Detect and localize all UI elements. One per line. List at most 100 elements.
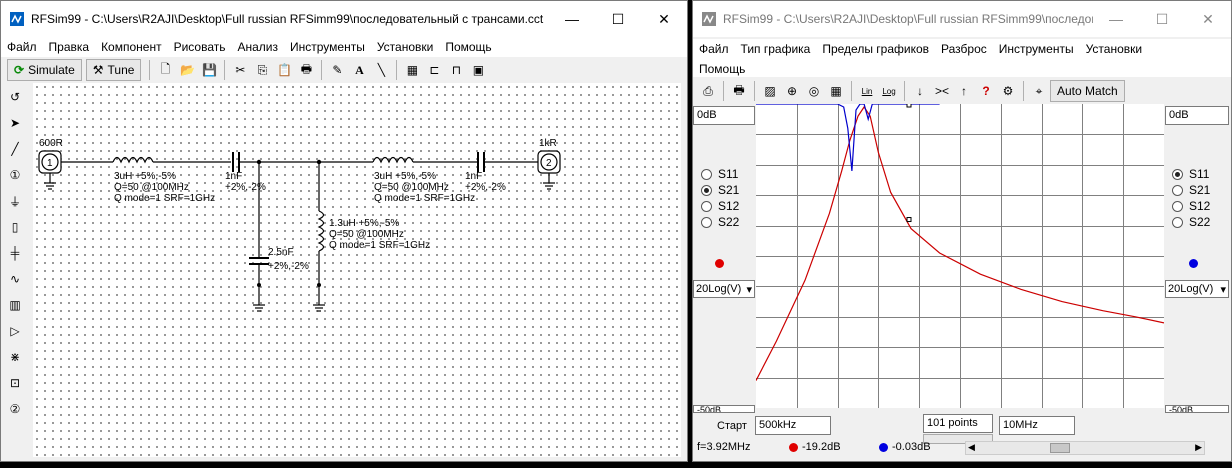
menu-spread[interactable]: Разброс: [941, 42, 987, 56]
left-radio-s22[interactable]: S22: [701, 215, 739, 229]
port2-icon[interactable]: ②: [9, 402, 21, 416]
simulate-button[interactable]: ⟳Simulate: [7, 59, 82, 81]
window-title: RFSim99 - C:\Users\R2AJI\Desktop\Full ru…: [723, 12, 1093, 26]
menu-help[interactable]: Помощь: [445, 40, 492, 54]
transformer-icon[interactable]: ▥: [9, 298, 21, 312]
ground-icon[interactable]: ⏚: [8, 194, 21, 209]
new-icon[interactable]: 🗋: [160, 61, 171, 76]
right-bottom-scale[interactable]: -50dB: [1165, 405, 1229, 413]
l3-qmode: Q mode=1 SRF=1GHz: [329, 240, 430, 251]
left-radio-s21[interactable]: S21: [701, 183, 739, 197]
s-parameter-plot[interactable]: [756, 104, 1164, 408]
menu-graph-limits[interactable]: Пределы графиков: [822, 42, 930, 56]
print-icon[interactable]: 🖶: [733, 82, 745, 97]
schematic-canvas[interactable]: 600R 1 1kR 2 3uH +5%,-5% Q=50 @100MHz Q …: [33, 83, 681, 457]
twoport-icon[interactable]: ⊡: [9, 376, 21, 390]
resistor-icon[interactable]: ▯: [11, 220, 19, 234]
close-button[interactable]: ✕: [1202, 10, 1214, 27]
right-radio-s21[interactable]: S21: [1172, 183, 1210, 197]
stop-frequency-input[interactable]: 10MHz: [999, 416, 1075, 435]
minimize-button[interactable]: —: [565, 11, 579, 27]
menu-file[interactable]: Файл: [7, 40, 37, 54]
menu-draw[interactable]: Рисовать: [173, 40, 226, 54]
right-top-scale[interactable]: 0dB: [1165, 106, 1229, 125]
export-icon[interactable]: ⎙: [703, 83, 713, 98]
l2-qmode: Q mode=1 SRF=1GHz: [374, 193, 475, 204]
left-radio-s12[interactable]: S12: [701, 199, 739, 213]
tune-icon[interactable]: ⚙: [1002, 84, 1014, 98]
crystal-icon[interactable]: ⋇: [9, 350, 21, 364]
table-icon[interactable]: ▦: [830, 84, 842, 98]
capacitor-icon[interactable]: ╪: [10, 246, 20, 260]
port1-number: 1: [47, 158, 53, 169]
amplifier-icon[interactable]: ▷: [10, 324, 20, 338]
paste-icon[interactable]: 📋: [276, 63, 292, 77]
minimize-button[interactable]: —: [1109, 11, 1123, 27]
menu-graph-type[interactable]: Тип графика: [740, 42, 811, 56]
line-icon[interactable]: ╲: [377, 63, 386, 77]
menu-settings[interactable]: Установки: [1085, 42, 1143, 56]
marker-icon[interactable]: ⌖: [1035, 83, 1043, 98]
pointer-icon[interactable]: ➤: [9, 116, 21, 130]
smith-icon[interactable]: ◎: [808, 84, 820, 98]
menu-analysis[interactable]: Анализ: [237, 40, 279, 54]
rotate-icon[interactable]: ↺: [9, 90, 21, 104]
separator: [321, 60, 323, 80]
port2-circle: [540, 153, 558, 171]
save-icon[interactable]: 💾: [201, 63, 217, 77]
inductor-l3: [317, 210, 325, 252]
separator: [1023, 81, 1024, 101]
help-icon[interactable]: ?: [982, 84, 990, 98]
arrow-up-icon[interactable]: ↑: [961, 84, 967, 98]
print-icon[interactable]: 🖶: [300, 61, 313, 76]
scroll-thumb[interactable]: [1050, 443, 1070, 453]
rect-plot-icon[interactable]: ▨: [764, 84, 776, 98]
coupler-icon[interactable]: ⊓: [451, 63, 462, 77]
cut-icon[interactable]: ✂: [235, 63, 246, 77]
menu-settings[interactable]: Установки: [376, 40, 434, 54]
left-bottom-scale[interactable]: -50dB: [693, 405, 755, 413]
lin-button[interactable]: Lin: [861, 86, 873, 96]
polar-icon[interactable]: ⊕: [786, 84, 798, 98]
log-button[interactable]: Log: [882, 86, 896, 96]
menu-file[interactable]: Файл: [699, 42, 729, 56]
title-bar: RFSim99 - C:\Users\R2AJI\Desktop\Full ru…: [693, 1, 1231, 37]
equation-icon[interactable]: ▣: [472, 63, 485, 77]
scroll-left-icon[interactable]: ◀: [968, 442, 975, 452]
menu-tools[interactable]: Инструменты: [998, 42, 1074, 56]
right-scale-select[interactable]: 20Log(V)▾: [1165, 280, 1229, 298]
menu-component[interactable]: Компонент: [101, 40, 162, 54]
port-icon[interactable]: ①: [9, 168, 21, 182]
points-input[interactable]: 101 points: [923, 414, 993, 433]
menu-tools[interactable]: Инструменты: [290, 40, 365, 54]
separator: [396, 60, 398, 80]
inductor-icon[interactable]: ∿: [9, 272, 21, 286]
scroll-right-icon[interactable]: ▶: [1195, 442, 1202, 452]
compress-icon[interactable]: ><: [934, 84, 949, 98]
points-scrollbar[interactable]: [923, 434, 993, 444]
left-radio-s11[interactable]: S11: [701, 167, 738, 181]
wire-icon[interactable]: ╱: [11, 142, 19, 156]
right-radio-s22[interactable]: S22: [1172, 215, 1210, 229]
text-icon[interactable]: A: [355, 62, 364, 77]
calculator-icon[interactable]: ▦: [406, 63, 419, 77]
maximize-button[interactable]: ☐: [611, 10, 625, 27]
menu-help[interactable]: Помощь: [699, 62, 746, 76]
frequency-scrollbar[interactable]: ◀ ▶: [965, 441, 1205, 455]
tune-button[interactable]: ⚒Tune: [85, 59, 142, 81]
right-radio-s12[interactable]: S12: [1172, 199, 1210, 213]
menu-edit[interactable]: Правка: [48, 40, 90, 54]
copy-icon[interactable]: ⎘: [257, 62, 268, 77]
tline-icon[interactable]: ⊏: [429, 63, 440, 77]
pen-icon[interactable]: ✎: [332, 63, 343, 77]
auto-match-button[interactable]: Auto Match: [1050, 80, 1125, 102]
right-radio-s11[interactable]: S11: [1172, 167, 1209, 181]
maximize-button[interactable]: ☐: [1155, 10, 1169, 27]
close-button[interactable]: ✕: [658, 10, 670, 27]
start-frequency-input[interactable]: 500kHz: [755, 416, 831, 435]
left-scale-select[interactable]: 20Log(V)▾: [693, 280, 755, 298]
component-palette: ↺ ➤ ╱ ① ⏚ ▯ ╪ ∿ ▥ ▷ ⋇ ⊡ ②: [1, 83, 31, 461]
arrow-down-icon[interactable]: ↓: [917, 84, 923, 98]
open-icon[interactable]: 📂: [179, 63, 195, 77]
left-top-scale[interactable]: 0dB: [693, 106, 755, 125]
